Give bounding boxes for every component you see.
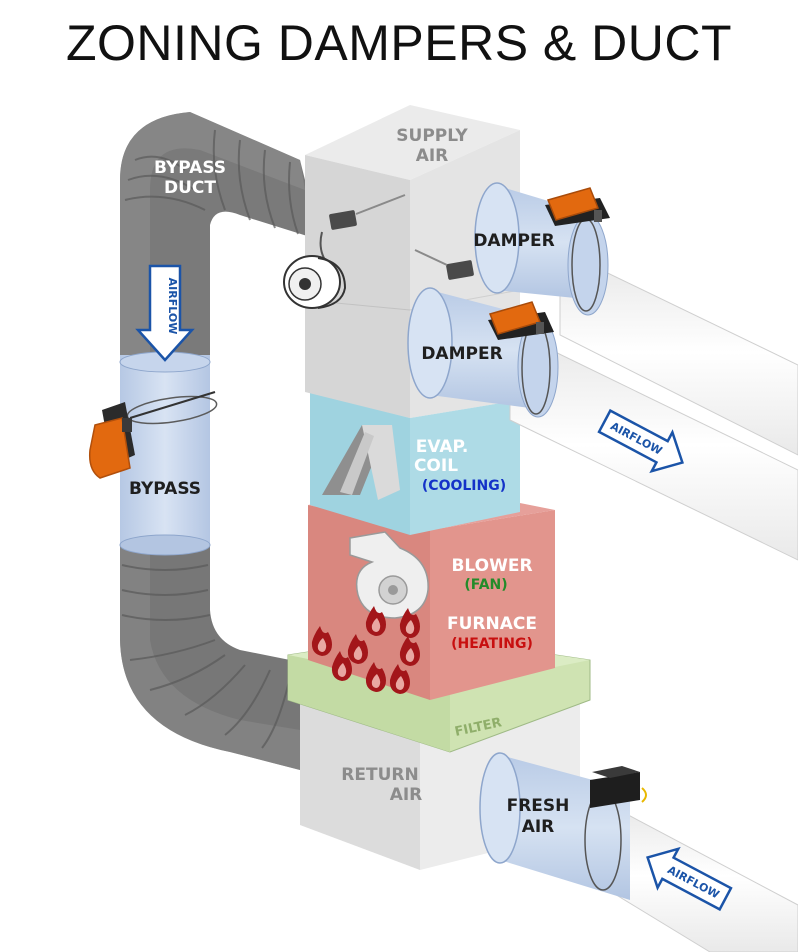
blower-fan-icon — [349, 531, 429, 619]
fan-label: (FAN) — [464, 577, 507, 593]
bypass-damper-section — [119, 351, 218, 556]
furnace-label: FURNACE — [447, 614, 537, 634]
heating-label: (HEATING) — [451, 636, 533, 652]
bypass-actuator-icon — [88, 402, 135, 479]
flame-inner-icon — [371, 674, 381, 688]
flame-inner-icon — [371, 618, 381, 632]
fresh-airflow-arrow: AIRFLOW — [646, 846, 733, 912]
fresh-air-label-1: FRESH — [507, 796, 570, 816]
flame-group — [311, 606, 420, 694]
bypass-airflow-arrow: AIRFLOW — [135, 264, 195, 362]
flame-inner-icon — [337, 663, 347, 677]
flame-inner-icon — [405, 620, 415, 634]
motor-icon — [283, 194, 474, 309]
upper-actuator-icon — [545, 187, 610, 226]
bypass-duct-label-1: BYPASS — [154, 158, 226, 178]
coil-icon — [322, 425, 400, 500]
flame-inner-icon — [353, 646, 363, 660]
bypass-label: BYPASS — [129, 479, 201, 499]
blower-label: BLOWER — [451, 556, 532, 576]
evap-coil-label-1: EVAP. — [416, 437, 469, 457]
evap-coil-label-2: COIL — [414, 456, 458, 476]
bypass-duct-label-2: DUCT — [164, 178, 216, 198]
supply-duct-upper — [474, 182, 798, 456]
diagram-title: ZONING DAMPERS & DUCT — [65, 15, 733, 71]
bypass-airflow-label: AIRFLOW — [166, 278, 179, 335]
supply-air-label-2: AIR — [416, 146, 449, 166]
return-air-label-2: AIR — [390, 785, 423, 805]
damper-lower-label: DAMPER — [421, 344, 502, 364]
flame-inner-icon — [395, 676, 405, 690]
flame-inner-icon — [317, 638, 327, 652]
fresh-air-label-2: AIR — [522, 817, 555, 837]
supply-air-label-1: SUPPLY — [396, 126, 468, 146]
fresh-air-actuator-icon — [590, 766, 647, 808]
cooling-label: (COOLING) — [422, 478, 506, 494]
damper-upper-label: DAMPER — [473, 231, 554, 251]
lower-actuator-icon — [488, 301, 554, 340]
return-air-label-1: RETURN — [341, 765, 418, 785]
flame-inner-icon — [405, 648, 415, 662]
